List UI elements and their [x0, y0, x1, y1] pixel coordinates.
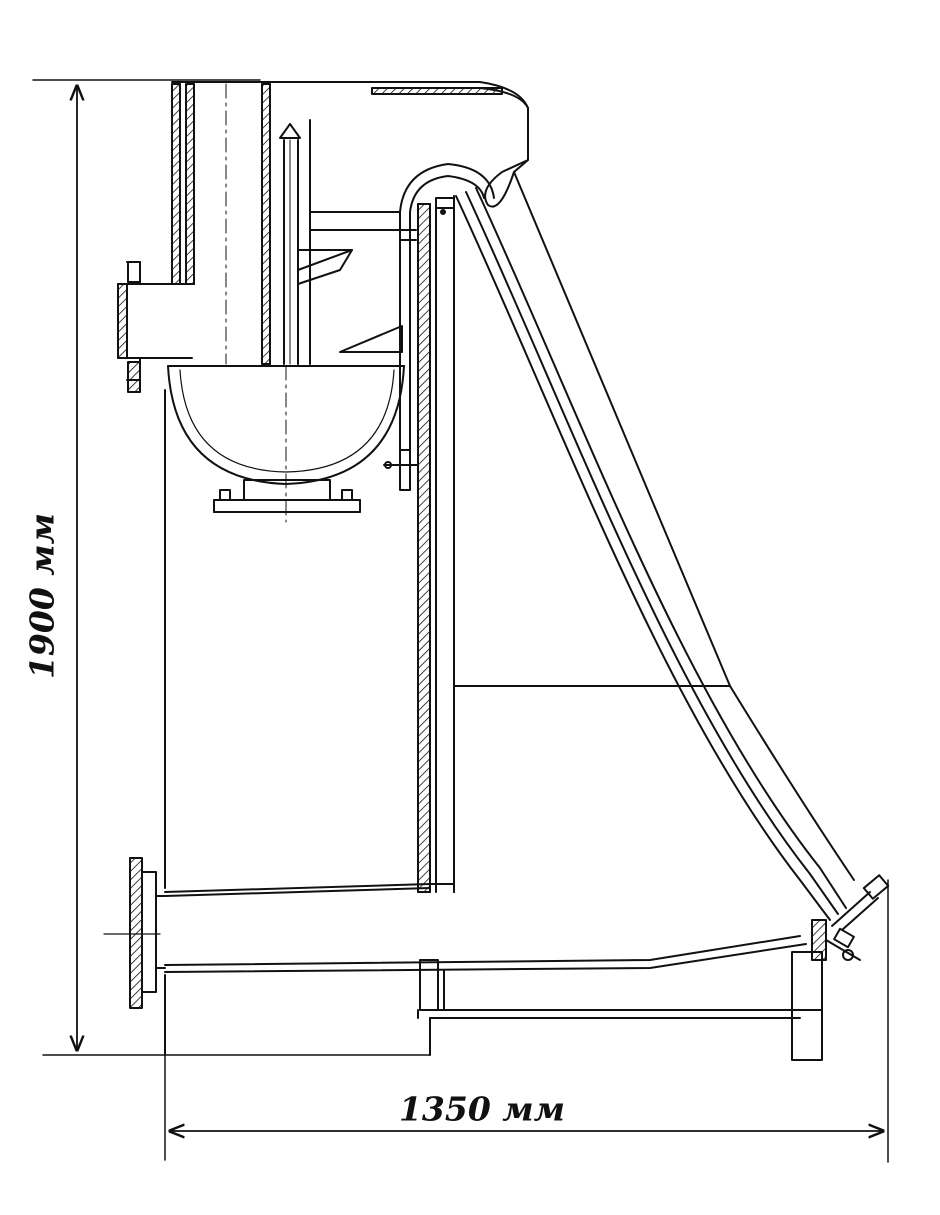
right-support-plate: [791, 951, 823, 1061]
support-brackets: [297, 211, 403, 353]
discharge-pipe: [164, 883, 811, 1056]
height-dimension-line: [32, 79, 431, 1056]
outlet-valve: [811, 874, 890, 961]
height-dimension-label: 1900 мм: [22, 512, 62, 680]
gooseneck-pipe: [383, 163, 495, 491]
outer-housing: [453, 171, 855, 893]
upper-side-nozzle: [117, 261, 195, 393]
top-cap: [171, 81, 529, 208]
upper-column: [171, 83, 311, 365]
inclined-chute: [455, 187, 847, 921]
lower-side-nozzle: [103, 857, 166, 1009]
inner-wall: [417, 195, 455, 893]
header-bottom: [167, 365, 405, 523]
width-dimension-label: 1350 мм: [398, 1089, 566, 1129]
